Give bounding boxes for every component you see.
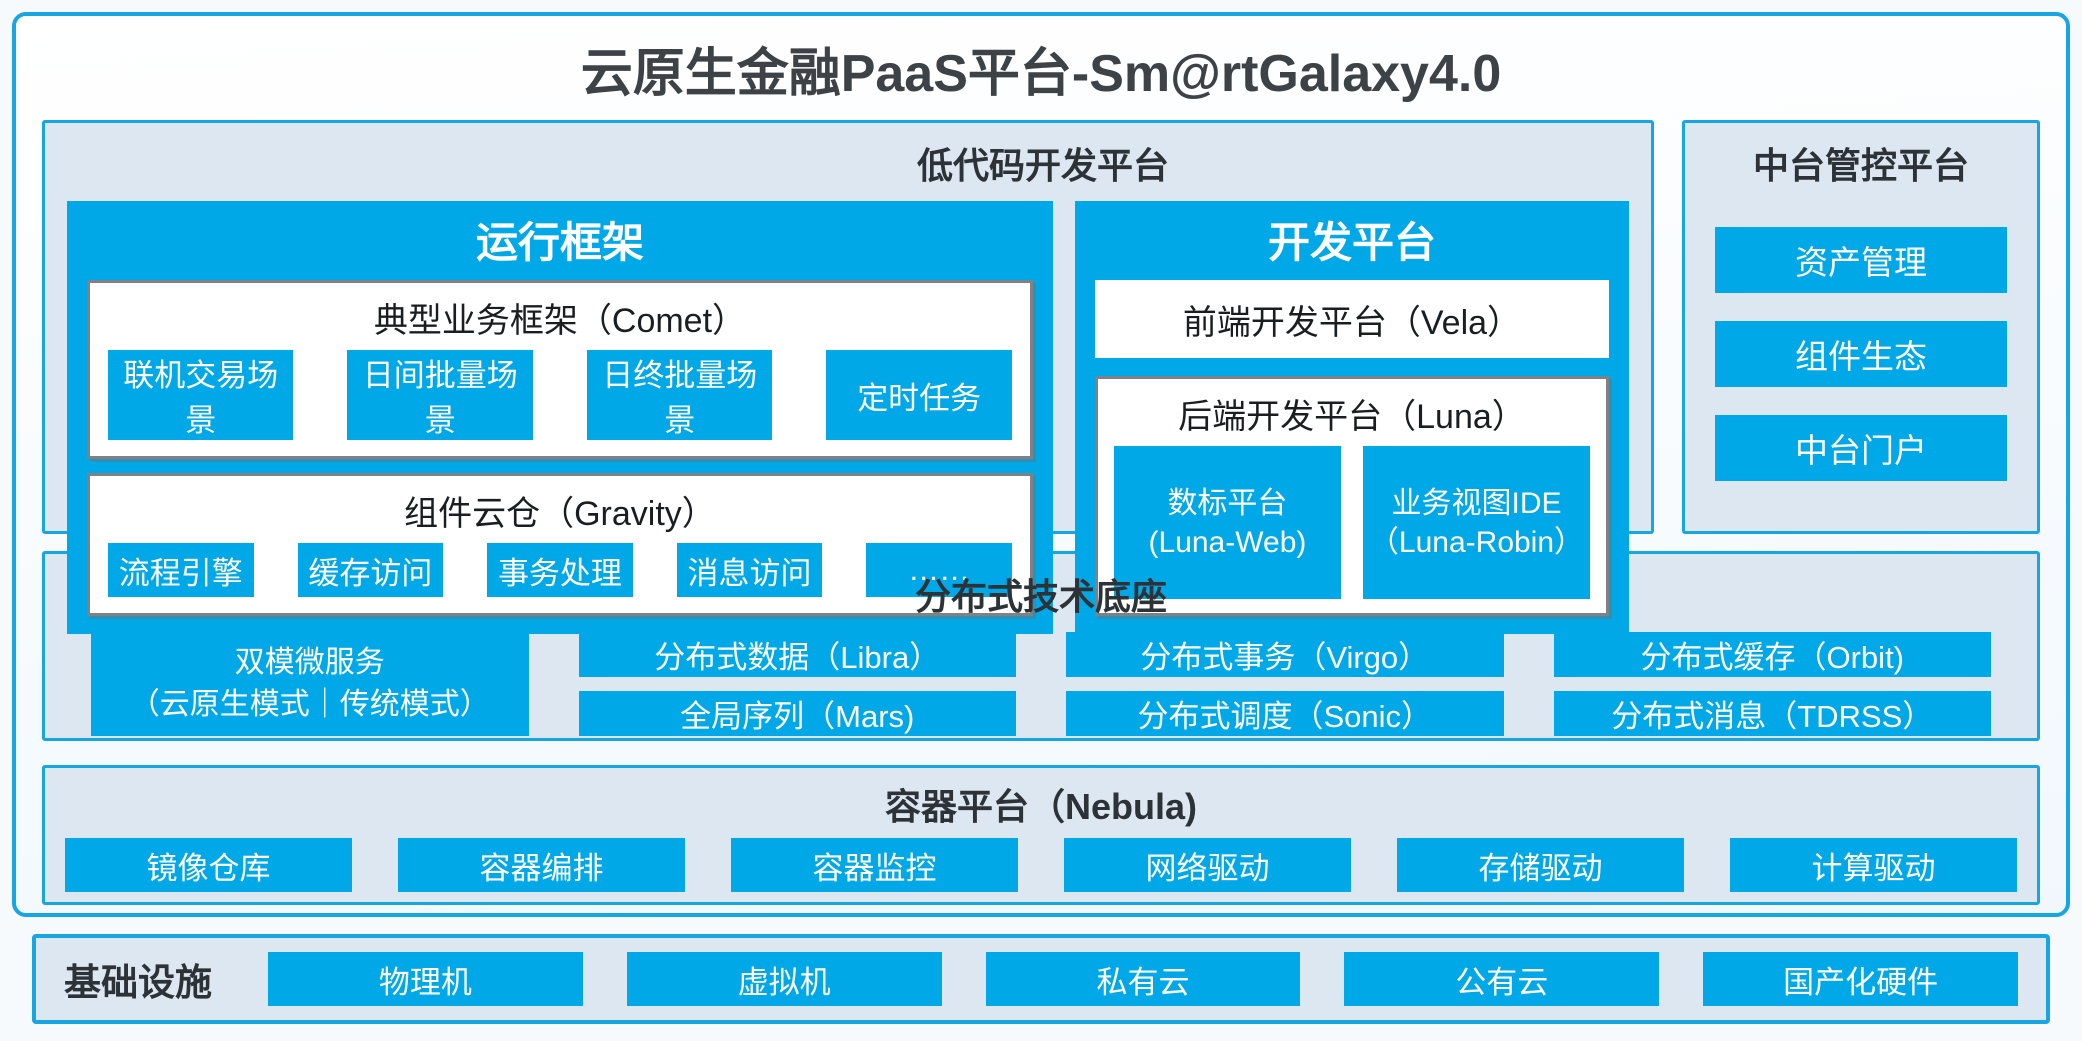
gravity-chip-row: 流程引擎 缓存访问 事务处理 消息访问 …… (90, 543, 1030, 613)
gravity-component-box: 组件云仓（Gravity） 流程引擎 缓存访问 事务处理 消息访问 …… (87, 473, 1033, 616)
btn-scheduled-task[interactable]: 定时任务 (826, 350, 1012, 440)
infrastructure-label: 基础设施 (64, 962, 212, 1003)
dev-platform-title: 开发平台 (1267, 219, 1436, 266)
btn-luna-web[interactable]: 数标平台 (Luna-Web) (1113, 446, 1341, 599)
distributed-column-3: 分布式缓存（Orbit) 分布式消息（TDRSS） (1553, 632, 1991, 736)
comet-chip-row: 联机交易场景 日间批量场景 日终批量场景 定时任务 (90, 350, 1030, 456)
vela-frontend-platform-label: 前端开发平台（Vela） (1094, 280, 1609, 358)
btn-domestic-hardware[interactable]: 国产化硬件 (1703, 952, 2018, 1006)
section-mid-platform: 中台管控平台 资产管理 组件生态 中台门户 (1682, 120, 2040, 534)
btn-transaction-processing[interactable]: 事务处理 (487, 543, 633, 597)
btn-private-cloud[interactable]: 私有云 (985, 952, 1301, 1006)
btn-distributed-transaction-virgo[interactable]: 分布式事务（Virgo） (1066, 632, 1504, 677)
btn-online-transaction-scenario[interactable]: 联机交易场景 (108, 350, 294, 440)
luna-backend-platform-box: 后端开发平台（Luna） 数标平台 (Luna-Web) 业务视图IDE （Lu… (1094, 376, 1609, 616)
luna-chip-row: 数标平台 (Luna-Web) 业务视图IDE （Luna-Robin） (1098, 446, 1606, 613)
low-code-platform-title: 低代码开发平台 (916, 145, 1169, 186)
btn-component-ecosystem[interactable]: 组件生态 (1715, 321, 2007, 387)
mid-platform-buttons: 资产管理 组件生态 中台门户 (1685, 199, 2037, 531)
btn-luna-robin[interactable]: 业务视图IDE （Luna-Robin） (1362, 446, 1591, 599)
comet-framework-title: 典型业务框架（Comet） (373, 302, 747, 340)
btn-daytime-batch-scenario[interactable]: 日间批量场景 (347, 350, 533, 440)
distributed-column-2: 分布式事务（Virgo） 分布式调度（Sonic） (1066, 632, 1504, 736)
btn-virtual-machine[interactable]: 虚拟机 (626, 952, 942, 1006)
runtime-framework-title: 运行框架 (475, 219, 644, 266)
page-title: 云原生金融PaaS平台-Sm@rtGalaxy4.0 (580, 44, 1502, 103)
luna-robin-line2: （Luna-Robin） (1368, 525, 1585, 559)
distributed-column-1: 分布式数据（Libra） 全局序列（Mars) (578, 632, 1016, 736)
btn-distributed-data-libra[interactable]: 分布式数据（Libra） (578, 632, 1016, 677)
section-distributed-tech-base: 分布式技术底座 双模微服务 （云原生模式｜传统模式） 分布式数据（Libra） … (42, 551, 2040, 741)
container-platform-buttons: 镜像仓库 容器编排 容器监控 网络驱动 存储驱动 计算驱动 (45, 838, 2037, 908)
btn-compute-driver[interactable]: 计算驱动 (1730, 838, 2017, 892)
section-container-platform: 容器平台（Nebula) 镜像仓库 容器编排 容器监控 网络驱动 存储驱动 计算… (42, 765, 2040, 905)
section-low-code-platform: 低代码开发平台 运行框架 典型业务框架（Comet） 联机交易场景 日间批量场景… (42, 120, 1654, 634)
comet-framework-box: 典型业务框架（Comet） 联机交易场景 日间批量场景 日终批量场景 定时任务 (87, 280, 1033, 459)
btn-image-registry[interactable]: 镜像仓库 (65, 838, 352, 892)
btn-container-monitoring[interactable]: 容器监控 (731, 838, 1018, 892)
luna-web-line1: 数标平台 (1167, 486, 1288, 520)
distributed-content: 双模微服务 （云原生模式｜传统模式） 分布式数据（Libra） 全局序列（Mar… (45, 630, 2037, 758)
mid-platform-title: 中台管控平台 (1752, 145, 1969, 186)
btn-storage-driver[interactable]: 存储驱动 (1397, 838, 1684, 892)
btn-public-cloud[interactable]: 公有云 (1344, 952, 1660, 1006)
btn-physical-machine[interactable]: 物理机 (268, 952, 583, 1006)
container-platform-title: 容器平台（Nebula) (884, 786, 1197, 827)
btn-distributed-message-tdrss[interactable]: 分布式消息（TDRSS） (1553, 691, 1991, 736)
luna-web-line2: (Luna-Web) (1148, 525, 1307, 559)
btn-cache-access[interactable]: 缓存访问 (297, 543, 444, 597)
btn-mid-platform-portal[interactable]: 中台门户 (1715, 415, 2007, 481)
dev-platform-box: 开发平台 前端开发平台（Vela） 后端开发平台（Luna） 数标平台 (Lun… (1074, 201, 1629, 634)
dual-mode-line2: （云原生模式｜传统模式） (129, 688, 490, 721)
top-row: 低代码开发平台 运行框架 典型业务框架（Comet） 联机交易场景 日间批量场景… (42, 120, 2040, 634)
runtime-framework-box: 运行框架 典型业务框架（Comet） 联机交易场景 日间批量场景 日终批量场景 … (67, 201, 1053, 634)
section-infrastructure: 基础设施 物理机 虚拟机 私有云 公有云 国产化硬件 (32, 934, 2050, 1024)
btn-global-sequence-mars[interactable]: 全局序列（Mars) (578, 691, 1016, 736)
luna-backend-platform-title: 后端开发平台（Luna） (1178, 398, 1526, 436)
btn-dual-mode-microservice[interactable]: 双模微服务 （云原生模式｜传统模式） (91, 632, 529, 736)
infrastructure-buttons: 物理机 虚拟机 私有云 公有云 国产化硬件 (268, 952, 2018, 1006)
btn-container-orchestration[interactable]: 容器编排 (398, 838, 685, 892)
dual-mode-line1: 双模微服务 (234, 646, 385, 679)
btn-distributed-scheduling-sonic[interactable]: 分布式调度（Sonic） (1066, 691, 1504, 736)
platform-container: 云原生金融PaaS平台-Sm@rtGalaxy4.0 低代码开发平台 运行框架 … (12, 12, 2070, 917)
btn-distributed-cache-orbit[interactable]: 分布式缓存（Orbit) (1553, 632, 1991, 677)
btn-process-engine[interactable]: 流程引擎 (108, 543, 254, 597)
luna-robin-line1: 业务视图IDE (1391, 486, 1562, 520)
distributed-tech-base-title: 分布式技术底座 (914, 576, 1167, 617)
btn-more-ellipsis[interactable]: …… (866, 543, 1012, 597)
btn-eod-batch-scenario[interactable]: 日终批量场景 (586, 350, 773, 440)
gravity-component-title: 组件云仓（Gravity） (404, 495, 716, 533)
btn-message-access[interactable]: 消息访问 (676, 543, 823, 597)
low-code-content: 运行框架 典型业务框架（Comet） 联机交易场景 日间批量场景 日终批量场景 … (45, 199, 1651, 656)
btn-network-driver[interactable]: 网络驱动 (1064, 838, 1351, 892)
btn-asset-management[interactable]: 资产管理 (1715, 227, 2007, 293)
